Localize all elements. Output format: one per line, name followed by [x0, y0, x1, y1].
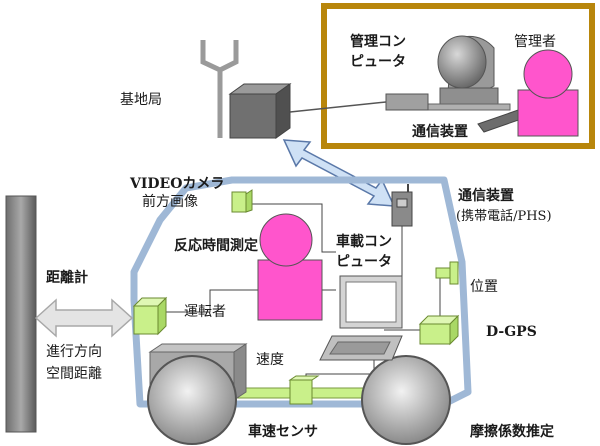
video-camera-label: VIDEOカメラ [129, 176, 224, 192]
dgps-unit [418, 314, 460, 346]
vehicle-comm-device-label: 通信装置 [458, 187, 514, 204]
base-station-box [228, 83, 292, 139]
position-label: 位置 [470, 279, 498, 295]
reaction-time-label: 反応時間測定 [174, 237, 258, 254]
base-to-center-wire [289, 101, 387, 113]
management-computer-label-2: ピュータ [350, 54, 406, 70]
speed-sensor-label: 車速センサ [248, 423, 318, 440]
wall [5, 195, 37, 433]
base-station-label: 基地局 [120, 91, 162, 108]
driver-figure [257, 213, 323, 321]
management-monitor [425, 35, 511, 111]
antenna-tower [200, 40, 239, 138]
mobile-phone [391, 184, 413, 227]
management-comm-device-label: 通信装置 [412, 123, 468, 140]
distance-arrow [34, 298, 134, 338]
speed-sensor-box [288, 375, 320, 405]
onboard-computer-label-1: 車載コン [336, 233, 392, 250]
rear-wheel [361, 355, 451, 445]
video-camera [231, 189, 253, 213]
dgps-label: D-GPS [486, 324, 537, 340]
forward-distance-label-1: 進行方向 [46, 344, 102, 360]
management-computer-label-1: 管理コン [350, 33, 406, 50]
friction-estimation-label: 摩擦係数推定 [470, 423, 554, 440]
management-center [321, 3, 595, 149]
management-modem [385, 93, 429, 111]
front-image-label: 前方画像 [142, 193, 198, 210]
administrator-label: 管理者 [514, 34, 556, 50]
vehicle-comm-detail-label: (携帯電話/PHS) [456, 208, 552, 224]
forward-distance-label-2: 空間距離 [46, 365, 102, 382]
wireless-link-arrow [282, 139, 396, 207]
administrator-figure [517, 49, 579, 137]
rangefinder-label: 距離計 [46, 269, 88, 286]
speed-label: 速度 [256, 352, 284, 368]
gps-antenna [435, 261, 459, 285]
driver-label: 運転者 [184, 304, 226, 320]
front-wheel [147, 355, 237, 445]
rangefinder-box [132, 296, 168, 336]
onboard-laptop [319, 275, 403, 361]
onboard-computer-label-2: ピュータ [336, 254, 392, 270]
vehicle-outline [130, 176, 472, 408]
